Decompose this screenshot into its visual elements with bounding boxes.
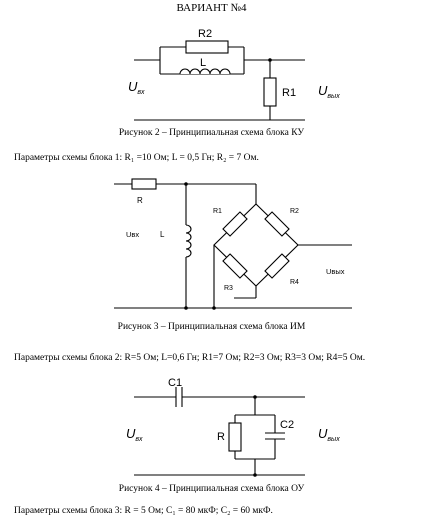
- label-uin: Uвх: [126, 426, 143, 443]
- params-block2: Параметры схемы блока 2: R=5 Ом; L=0,6 Г…: [14, 353, 366, 363]
- resistor-bridge-r4: [264, 253, 290, 279]
- label-uout: Uвых: [318, 83, 340, 100]
- figure3-caption: Рисунок 3 – Принципиальная схема блока И…: [117, 322, 306, 332]
- inductor-l2: [185, 224, 192, 258]
- resistor-r1: [263, 77, 277, 107]
- resistor-r: [131, 178, 157, 190]
- figure3-circuit: R L Uвх R1 R2 R3 R4 Uвых: [114, 178, 352, 310]
- label-r: R: [137, 196, 143, 205]
- resistor-bridge-r1: [222, 211, 248, 237]
- label-r3: R3: [224, 285, 233, 292]
- figure2-caption: Рисунок 2 – Принципиальная схема блока К…: [118, 128, 305, 138]
- label-l: L: [160, 230, 165, 239]
- resistor-bridge-r2: [264, 211, 290, 237]
- label-c2: C2: [280, 419, 294, 431]
- label-uin: Uвх: [126, 230, 139, 239]
- label-r4: R4: [290, 279, 299, 286]
- resistor-r: [228, 422, 242, 452]
- label-r: R: [217, 431, 225, 443]
- document-title: ВАРИАНТ №4: [176, 2, 247, 14]
- label-r1: R1: [282, 87, 296, 99]
- resistor-bridge-r3: [222, 253, 248, 279]
- label-r2: R2: [198, 28, 212, 40]
- label-r1: R1: [213, 208, 222, 215]
- figure4-caption: Рисунок 4 – Принципиальная схема блока О…: [118, 484, 305, 494]
- params-block1: Параметры схемы блока 1: R₁ =10 Ом; L = …: [14, 153, 259, 163]
- label-l: L: [200, 57, 206, 69]
- figure2-circuit: R2 L R1 Uвх Uвых: [128, 28, 340, 121]
- params-block3: Параметры схемы блока 3: R = 5 Ом; C₁ = …: [14, 506, 273, 516]
- label-uin: Uвх: [128, 79, 145, 96]
- label-c1: C1: [168, 377, 182, 389]
- label-uout: Uвых: [326, 267, 345, 276]
- figure4-circuit: C1 R C2 Uвх Uвых: [126, 377, 340, 477]
- inductor-l: [179, 68, 231, 75]
- label-uout: Uвых: [318, 426, 340, 443]
- resistor-r2: [185, 40, 229, 54]
- label-r2: R2: [290, 208, 299, 215]
